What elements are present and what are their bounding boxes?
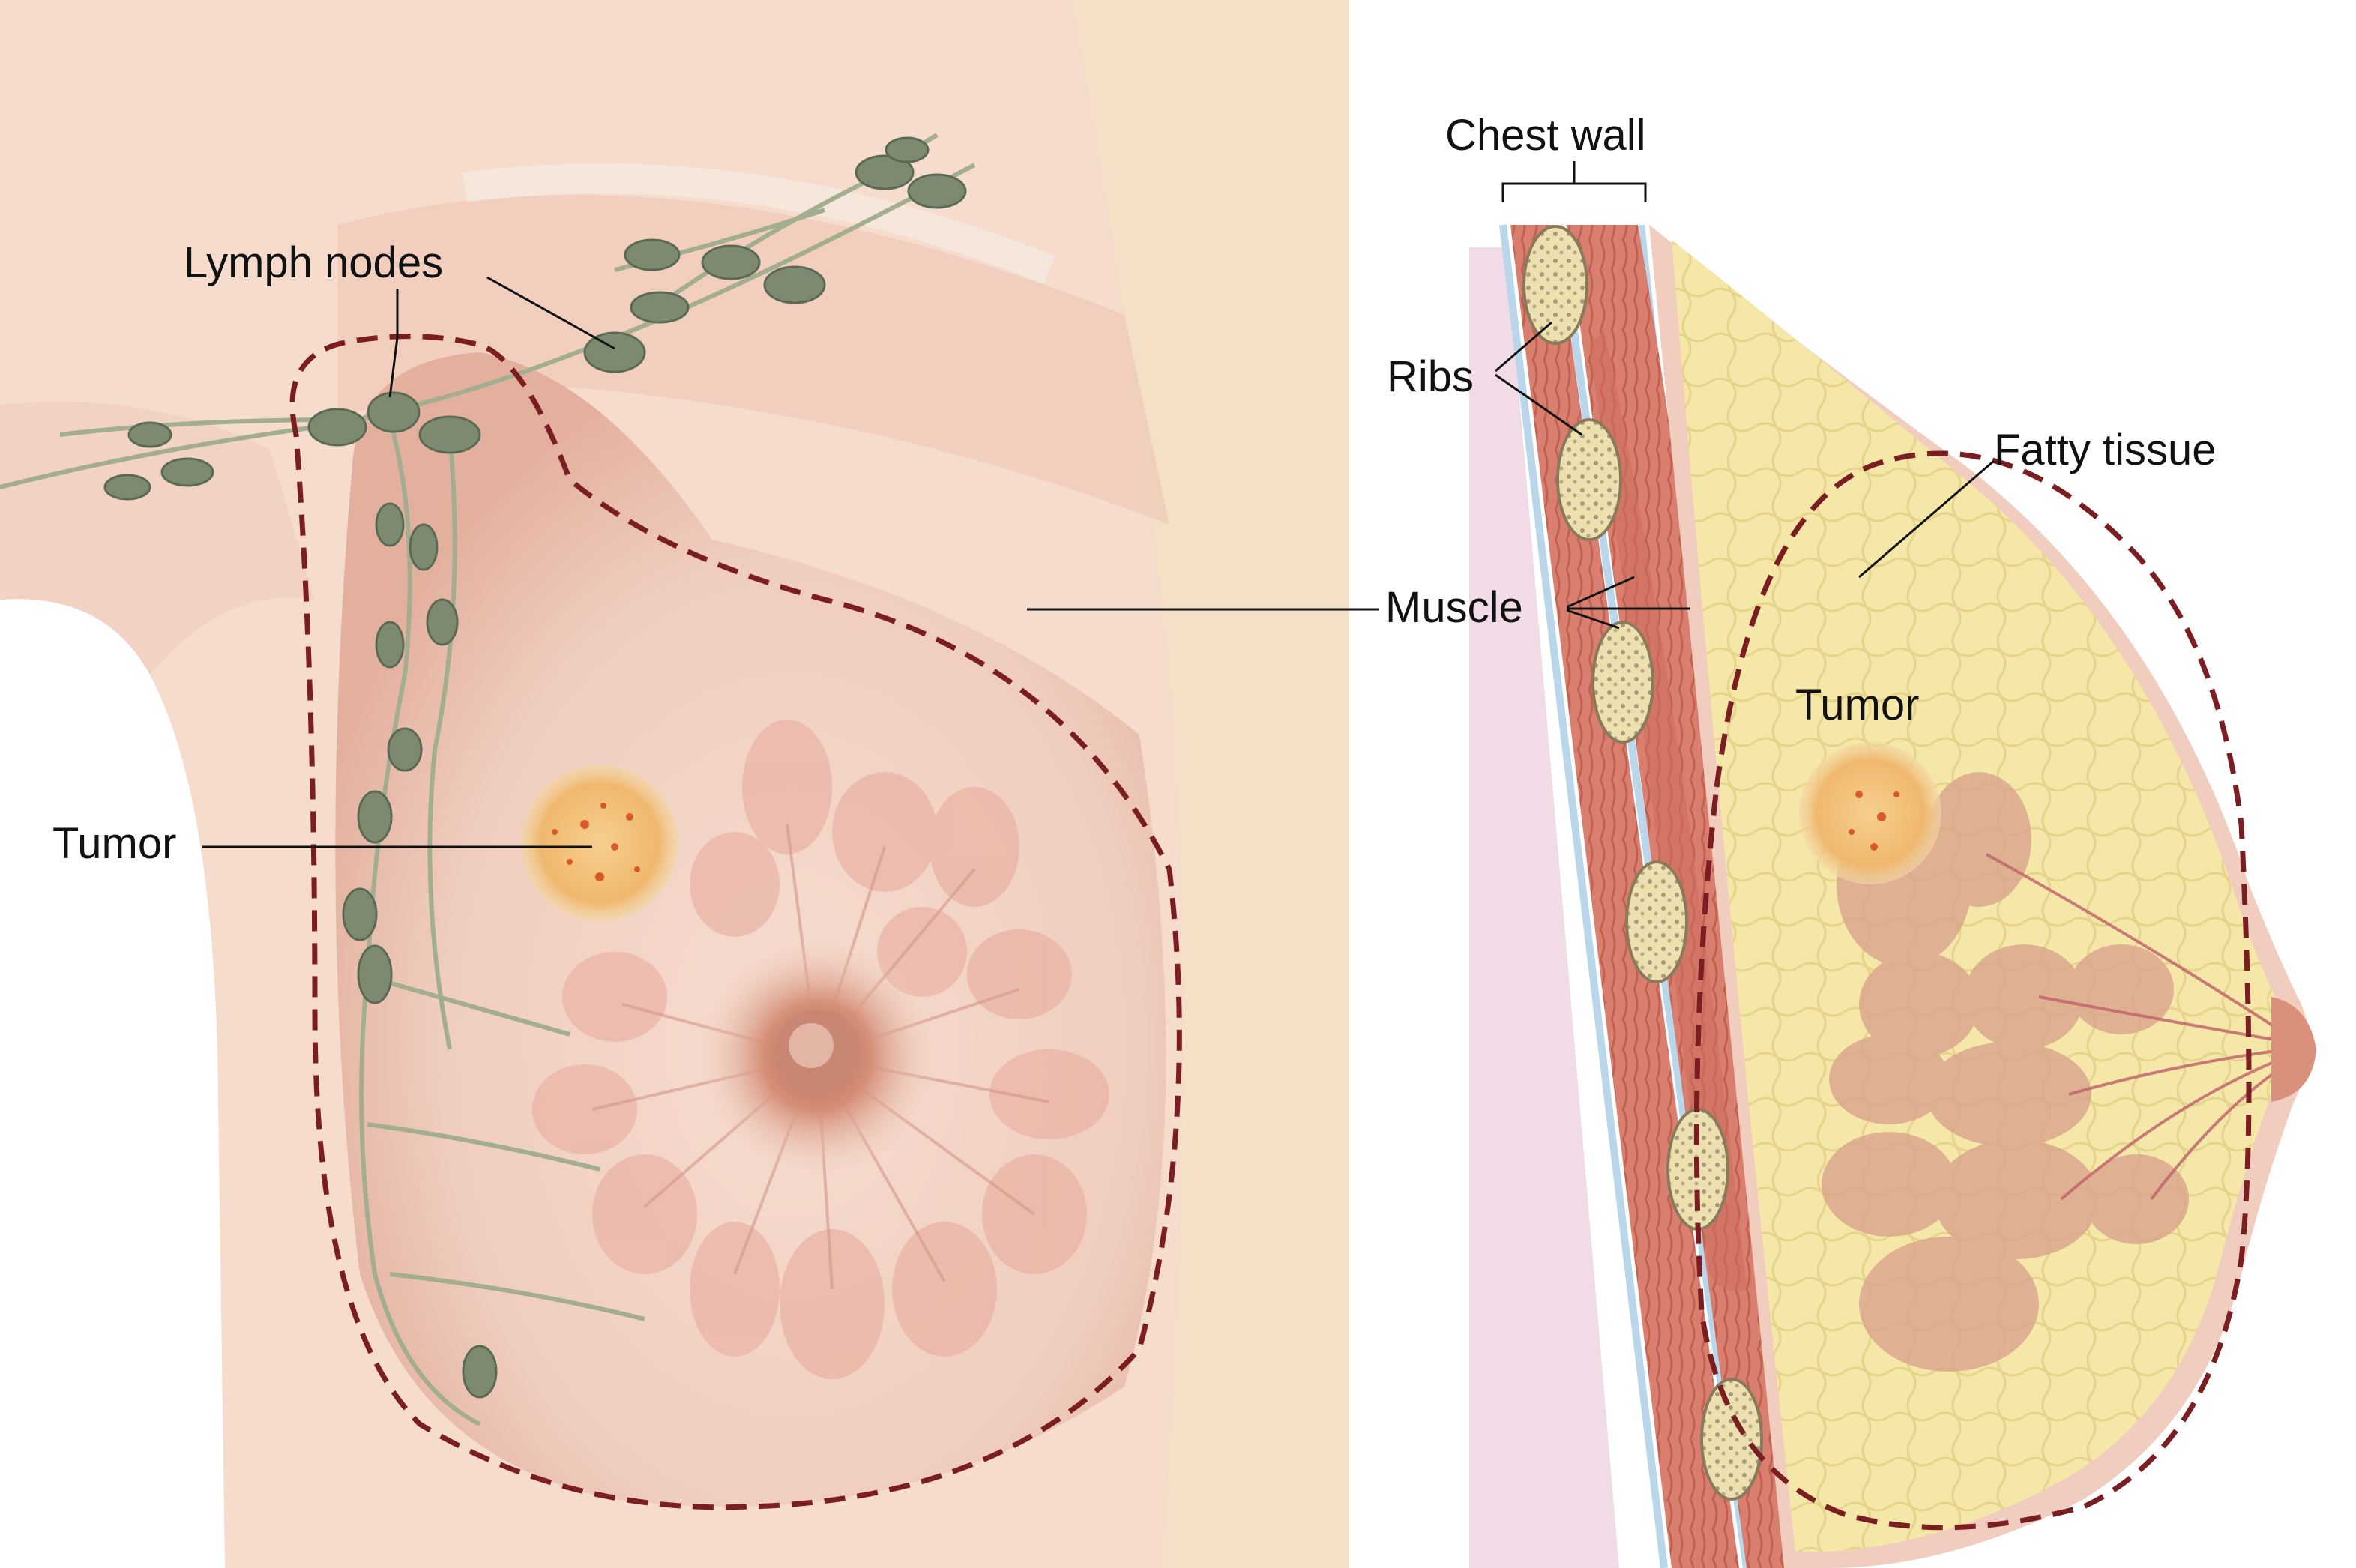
leader-lines (202, 161, 1995, 848)
bracket-chest-wall (1501, 161, 1647, 202)
side-view (1349, 0, 2356, 1568)
nipple-highlight (789, 1023, 834, 1068)
lymph-nodes (103, 136, 967, 1399)
breast-boundary-dashed-front (289, 334, 1182, 1510)
label-tumor-front: Tumor (52, 819, 176, 868)
clavicle (463, 163, 1055, 284)
armpit-gap (0, 599, 225, 1568)
label-chest-wall: Chest wall (1445, 111, 1646, 160)
nipple-side (2271, 997, 2316, 1102)
breast-boundary-dashed-side (1693, 450, 2252, 1531)
leader-lymph-nodes-2 (388, 289, 399, 398)
leader-ribs-2 (1495, 373, 1582, 436)
ribs-side (1522, 225, 1763, 1501)
label-lymph-nodes: Lymph nodes (184, 238, 443, 287)
lobules-side (1822, 772, 2189, 1372)
intercostal-muscle (1510, 225, 1739, 1568)
pleura-line (1499, 224, 1668, 1568)
pectoral-muscle-inner (1589, 330, 1747, 1291)
label-ribs: Ribs (1387, 352, 1474, 401)
label-fatty-tissue: Fatty tissue (1994, 426, 2217, 474)
tumor-side (1799, 742, 1941, 884)
leader-muscle-3 (1566, 609, 1620, 630)
leader-muscle-1 (1566, 576, 1635, 609)
pectoral-muscle (337, 195, 1169, 525)
label-muscle: Muscle (1385, 583, 1523, 632)
leader-lymph-nodes-1 (486, 276, 615, 350)
label-tumor-side: Tumor (1795, 681, 1919, 729)
ducts-side (1986, 853, 2288, 1201)
leader-fatty-tissue (1858, 459, 1995, 579)
leader-ribs-1 (1495, 321, 1552, 373)
thoracic-interior (1469, 247, 1619, 1568)
sternum-shading (1072, 0, 1349, 1568)
lobules-front (532, 720, 1109, 1379)
tumor-front (521, 765, 678, 922)
front-view (0, 0, 1349, 1568)
